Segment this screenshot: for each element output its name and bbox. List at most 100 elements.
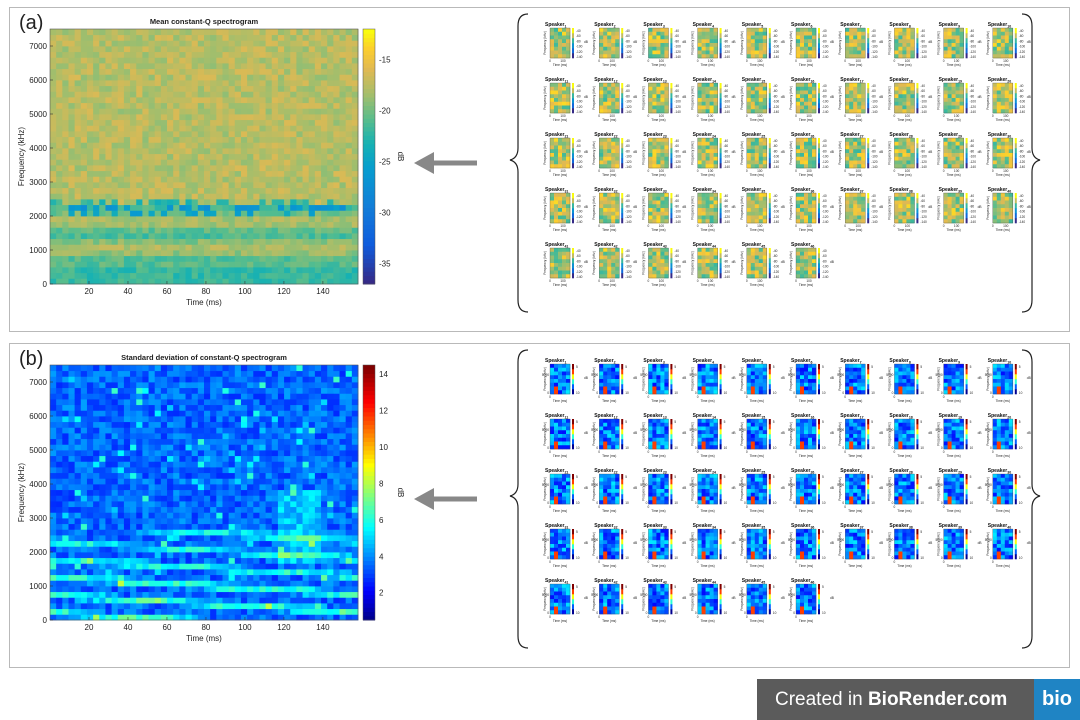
- heatmap-cell: [222, 57, 230, 64]
- heatmap-cell: [228, 114, 236, 121]
- thumbnail-colorbar-tick: -40: [724, 139, 729, 143]
- heatmap-cell: [148, 204, 156, 211]
- colorbar-segment: [363, 148, 375, 153]
- heatmap-cell: [160, 176, 168, 183]
- heatmap-cell: [68, 233, 76, 240]
- thumbnail-cell: [697, 193, 702, 198]
- thumbnail-index: 12: [614, 80, 618, 84]
- thumbnail-cell: [947, 204, 952, 209]
- thumbnail-cell: [861, 204, 866, 209]
- thumbnail-colorbar: [867, 103, 870, 109]
- heatmap-cell: [321, 102, 328, 109]
- thumbnail-cell: [758, 200, 764, 205]
- heatmap-cell: [259, 51, 266, 58]
- thumbnail-cell: [758, 138, 764, 143]
- heatmap-cell: [253, 148, 260, 155]
- thumbnail-cell: [943, 208, 948, 213]
- heatmap-cell: [216, 165, 223, 172]
- heatmap-cell: [117, 136, 125, 143]
- thumbnail-cell: [709, 211, 714, 216]
- heatmap-cell: [167, 40, 174, 47]
- heatmap-cell: [339, 233, 347, 240]
- thumbnail-cell: [603, 50, 608, 55]
- thumbnail-cell: [554, 46, 559, 51]
- thumbnail-ylabel: Frequency (kHz): [887, 141, 891, 165]
- heatmap-cell: [111, 63, 119, 70]
- thumbnail-colorbar: [867, 143, 870, 149]
- heatmap-cell: [99, 153, 106, 160]
- thumbnail-colorbar-tick: -120: [822, 215, 829, 219]
- heatmap-cell: [284, 114, 291, 121]
- heatmap-cell: [130, 142, 137, 149]
- heatmap-cell: [185, 216, 193, 223]
- thumbnail-colorbar: [916, 193, 919, 199]
- thumbnail-cell: [750, 211, 756, 216]
- thumbnail-ylabel: Frequency (kHz): [937, 141, 941, 165]
- heatmap-cell: [160, 51, 168, 58]
- thumbnail-cell: [762, 219, 768, 224]
- thumbnail-colorbar-tick: -120: [871, 160, 878, 164]
- heatmap-cell: [105, 193, 112, 200]
- heatmap-cell: [271, 131, 279, 138]
- heatmap-cell: [56, 221, 63, 228]
- heatmap-cell: [345, 153, 353, 160]
- heatmap-cell: [117, 250, 125, 257]
- thumbnail-cell: [697, 35, 702, 40]
- heatmap-cell: [302, 91, 310, 98]
- thumbnail-xtick: 0: [992, 169, 994, 173]
- thumbnail-cell: [615, 105, 620, 110]
- heatmap-cell: [265, 80, 273, 87]
- thumbnail-cell: [558, 39, 563, 44]
- thumbnail-colorbar: [916, 38, 919, 44]
- thumbnail-ylabel: Frequency (kHz): [986, 196, 990, 220]
- thumbnail-colorbar-tick: -80: [920, 39, 925, 43]
- heatmap-cell: [284, 204, 291, 211]
- thumbnail-cell: [796, 145, 801, 150]
- heatmap-cell: [93, 187, 100, 194]
- thumbnail-cell: [853, 50, 858, 55]
- heatmap-cell: [185, 85, 193, 92]
- thumbnail-index: 28: [909, 135, 913, 139]
- heatmap-cell: [302, 114, 310, 121]
- heatmap-cell: [290, 278, 297, 285]
- colorbar-segment: [363, 228, 375, 234]
- thumbnail-cell: [910, 219, 915, 224]
- heatmap-cell: [277, 193, 285, 200]
- thumbnail-cell: [607, 109, 612, 114]
- thumbnail-cell: [550, 39, 555, 44]
- thumbnail-ylabel: Frequency (kHz): [740, 31, 744, 55]
- heatmap-cell: [247, 29, 254, 36]
- thumbnail-cell: [652, 54, 657, 59]
- heatmap-cell: [302, 221, 310, 228]
- heatmap-cell: [50, 125, 57, 132]
- thumbnail-colorbar: [719, 213, 722, 219]
- thumbnail-cell: [812, 204, 817, 209]
- heatmap-cell: [80, 193, 88, 200]
- heatmap-cell: [290, 153, 297, 160]
- thumbnail-cell: [1008, 94, 1014, 99]
- heatmap-cell: [308, 153, 316, 160]
- thumbnail-cell: [955, 215, 960, 220]
- thumbnail-colorbar: [965, 108, 968, 114]
- thumbnail-cell: [947, 105, 952, 110]
- thumbnail-xtick: 0: [746, 169, 748, 173]
- heatmap-cell: [339, 199, 347, 206]
- heatmap-cell: [314, 210, 322, 217]
- thumbnail-cell: [615, 263, 620, 268]
- heatmap-cell: [210, 176, 217, 183]
- thumbnail-cell: [562, 160, 567, 165]
- thumbnail-colorbar-tick: -80: [1019, 94, 1024, 98]
- thumbnail-colorbar: [867, 43, 870, 49]
- heatmap-cell: [351, 40, 359, 47]
- thumbnail-colorbar: [670, 43, 673, 49]
- heatmap-cell: [277, 210, 285, 217]
- thumbnail-xtick: 0: [746, 59, 748, 63]
- heatmap-cell: [253, 216, 260, 223]
- thumbnail-cell: [796, 98, 801, 103]
- thumbnail-cell: [849, 164, 854, 169]
- heatmap-cell: [345, 85, 353, 92]
- thumbnail-colorbar: [719, 203, 722, 209]
- thumbnail-cell: [902, 149, 907, 154]
- heatmap-cell: [277, 131, 285, 138]
